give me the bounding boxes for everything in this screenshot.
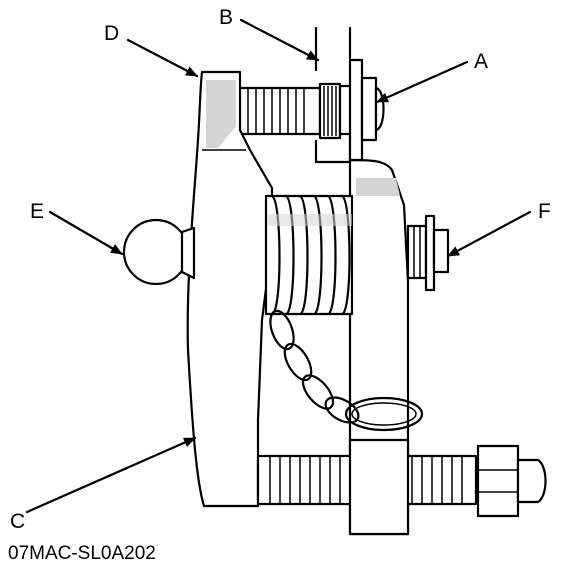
leader-c [25, 436, 197, 514]
leader-a [375, 60, 469, 104]
callout-e: E [30, 200, 44, 223]
coil-spring [264, 194, 354, 316]
leader-lines [25, 18, 532, 514]
leader-b [239, 18, 320, 62]
leader-d [126, 38, 199, 78]
callout-d: D [104, 22, 119, 45]
ball-knob [122, 218, 196, 286]
chain-and-ring [269, 309, 424, 432]
front-arm [186, 70, 274, 508]
leader-e [48, 210, 124, 256]
leader-f [446, 210, 532, 258]
callout-b: B [219, 6, 233, 29]
callout-f: F [538, 200, 551, 223]
top-bolt [230, 58, 385, 162]
callout-a: A [474, 50, 488, 73]
figure-code: 07MAC-SL0A202 [8, 543, 156, 564]
adjusting-screw [256, 438, 547, 536]
callout-c: C [10, 510, 25, 533]
pivot-bolt [406, 214, 450, 292]
